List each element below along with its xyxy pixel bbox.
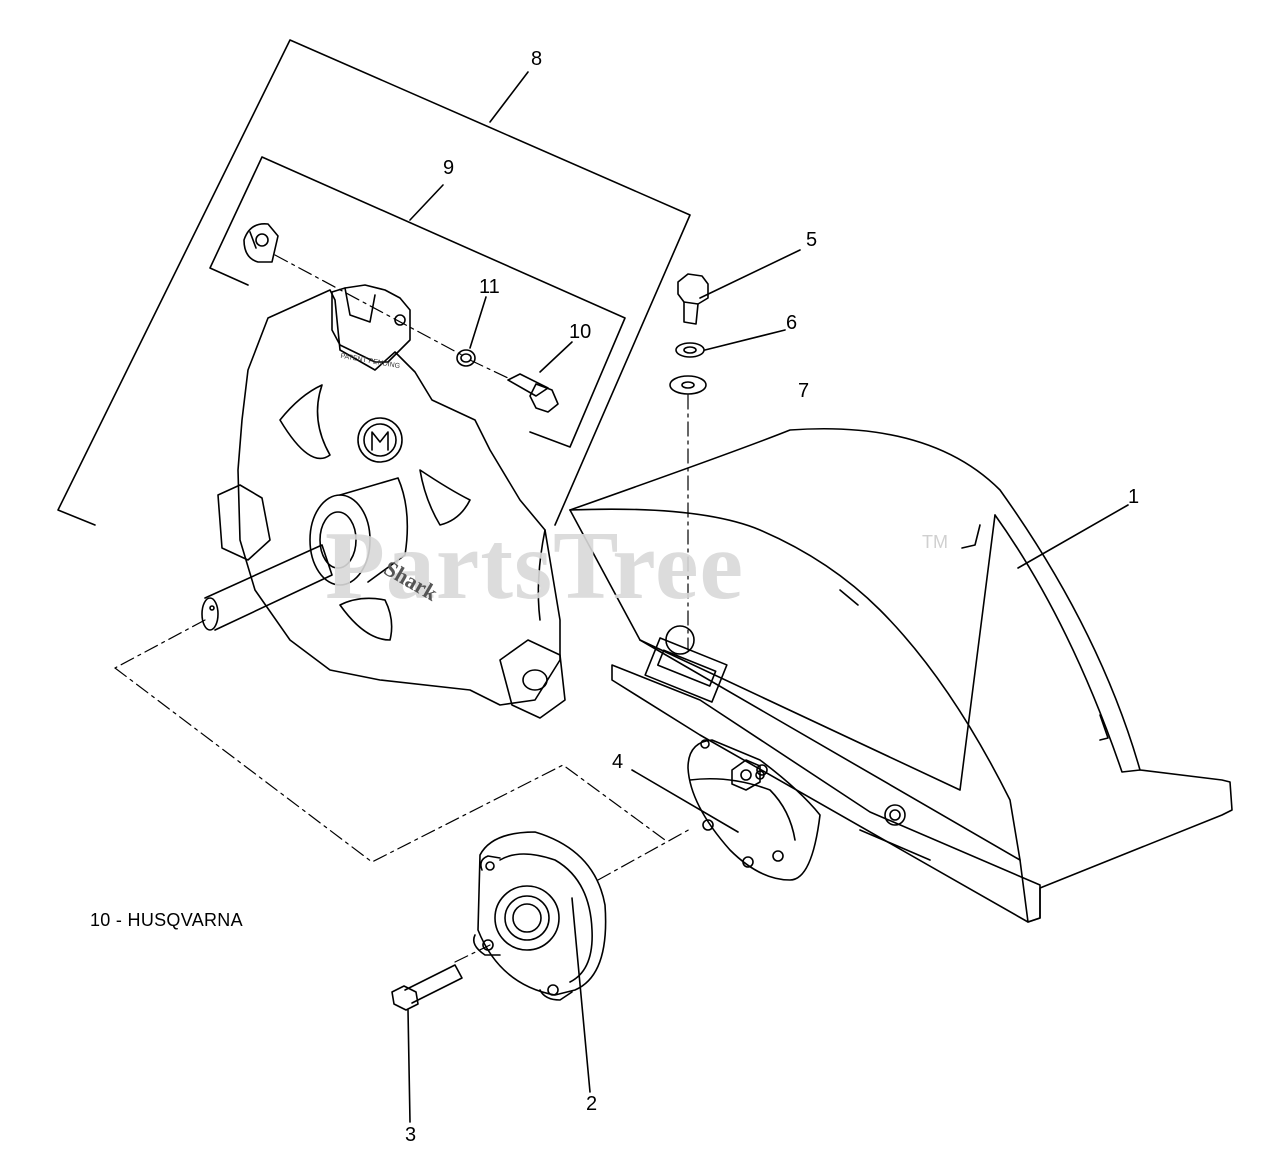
- leader-line-5: [700, 250, 800, 298]
- husqvarna-note: 10 - HUSQVARNA: [90, 910, 243, 930]
- leader-line-10: [540, 342, 572, 372]
- leader-line-8: [490, 72, 528, 122]
- bolt-part-3: [392, 965, 462, 1010]
- callout-8: 8: [531, 48, 543, 70]
- ring-part-11: [457, 350, 475, 366]
- side-clamp-left: [218, 485, 270, 560]
- flange-part-2: [474, 832, 606, 1000]
- assembly-box-8-outline: [58, 40, 690, 525]
- leader-line-6: [705, 330, 785, 350]
- alignment-line-screw: [455, 945, 490, 962]
- leader-line-11: [470, 297, 486, 348]
- alignment-line-pin: [275, 255, 462, 355]
- leader-line-2: [572, 898, 590, 1092]
- drive-shaft: [202, 478, 407, 630]
- pin-retainer: [244, 224, 278, 262]
- leader-line-1: [1018, 505, 1128, 568]
- blade-guard: [570, 429, 1232, 922]
- spindle-plate-part-8: [238, 290, 560, 705]
- callout-10: 10: [569, 321, 592, 343]
- callout-1: 1: [1128, 486, 1140, 508]
- leader-line-4: [632, 770, 738, 832]
- flat-washer-part-7: [670, 376, 706, 394]
- alignment-line-base: [115, 668, 665, 862]
- clamp-block-part-9: [332, 285, 410, 362]
- partstree-watermark: PartsTree: [325, 512, 744, 620]
- callout-3: 3: [405, 1124, 417, 1146]
- bolt-part-5: [678, 274, 708, 324]
- leader-line-9: [410, 185, 443, 220]
- callout-4: 4: [612, 751, 624, 773]
- alignment-line-shaft: [115, 620, 205, 668]
- alignment-line-flange: [598, 828, 692, 880]
- leader-line-3: [408, 1010, 410, 1122]
- pin-bolt-part-10: [508, 374, 558, 412]
- callout-5: 5: [806, 229, 818, 251]
- alignment-line-pin2: [470, 360, 508, 378]
- callout-2: 2: [586, 1093, 598, 1115]
- callout-6: 6: [786, 312, 798, 334]
- side-clamp-bottom: [500, 640, 565, 718]
- mounting-bracket: [688, 740, 820, 880]
- watermark-trademark: TM: [922, 532, 948, 552]
- callout-11: 11: [479, 276, 500, 298]
- callout-7: 7: [798, 380, 810, 402]
- callout-9: 9: [443, 157, 455, 179]
- lock-washer-part-6: [676, 343, 704, 357]
- nut-part-4: [732, 760, 760, 790]
- assembly-box-9-outline: [210, 157, 625, 447]
